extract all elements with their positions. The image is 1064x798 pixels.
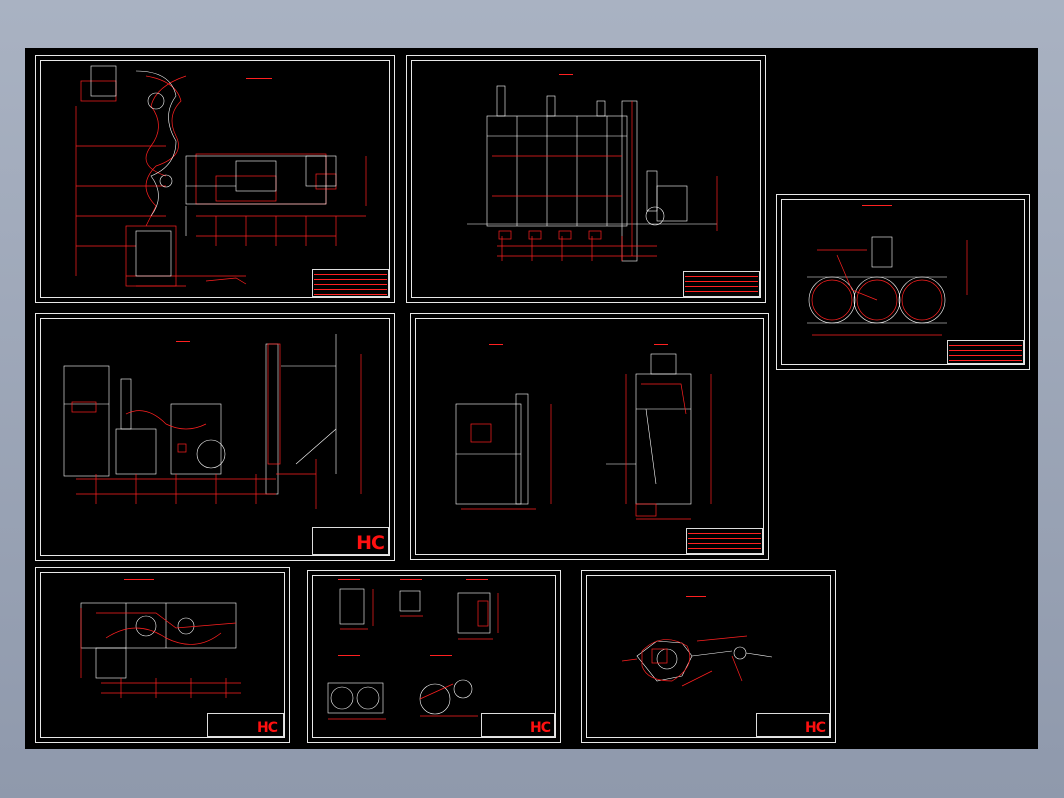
node-drawing [621, 635, 773, 687]
hc-logo: HC [805, 720, 826, 736]
sheet-subtitle [654, 344, 668, 345]
title-block [947, 340, 1024, 364]
sheet-inner-border [415, 318, 764, 555]
hc-logo: HC [356, 532, 385, 554]
sheet-inner-border [411, 60, 761, 298]
sheet-title [862, 205, 892, 206]
sheet-title [559, 74, 573, 75]
title-block [683, 271, 760, 297]
detail-title-4 [338, 655, 360, 656]
cad-model-space[interactable]: HC [25, 48, 1038, 749]
detail-title-1 [338, 579, 360, 580]
sheet-inner-border [40, 572, 285, 738]
drawing-sheet-lower-plan[interactable]: HC [35, 567, 290, 743]
small-details-drawing [327, 588, 499, 720]
hc-logo: HC [257, 720, 278, 736]
elevation-drawing [467, 85, 718, 262]
title-block [207, 713, 284, 737]
hc-logo: HC [530, 720, 551, 736]
title-block [756, 713, 830, 737]
sheet-title [686, 596, 706, 597]
plan-drawing [75, 65, 367, 287]
section-drawing [63, 334, 362, 509]
sheet-title [176, 341, 190, 342]
lower-plan-drawing [80, 602, 241, 698]
title-block [312, 269, 389, 297]
drawing-sheet-details[interactable] [410, 313, 769, 560]
tanks-drawing [807, 236, 968, 336]
sheet-title [489, 344, 503, 345]
detail-title-3 [466, 579, 488, 580]
title-block [481, 713, 555, 737]
drawing-sheet-plan[interactable] [35, 55, 395, 303]
sheet-title [246, 78, 272, 79]
title-block [686, 528, 763, 554]
sheet-inner-border [781, 199, 1025, 365]
detail-title-2 [400, 579, 422, 580]
sheet-title [124, 579, 154, 580]
sheet-inner-border [40, 318, 390, 556]
sheet-inner-border [40, 60, 390, 298]
sheet-inner-border [312, 575, 556, 738]
drawing-sheet-tanks[interactable] [776, 194, 1030, 370]
drawing-sheet-small-details[interactable]: HC [307, 570, 561, 743]
title-block [312, 527, 389, 555]
details-drawing [455, 353, 712, 520]
drawing-sheet-node[interactable]: HC [581, 570, 836, 743]
detail-title-5 [430, 655, 452, 656]
sheet-inner-border [586, 575, 831, 738]
drawing-sheet-elevation[interactable] [406, 55, 766, 303]
drawing-sheet-section[interactable]: HC [35, 313, 395, 561]
